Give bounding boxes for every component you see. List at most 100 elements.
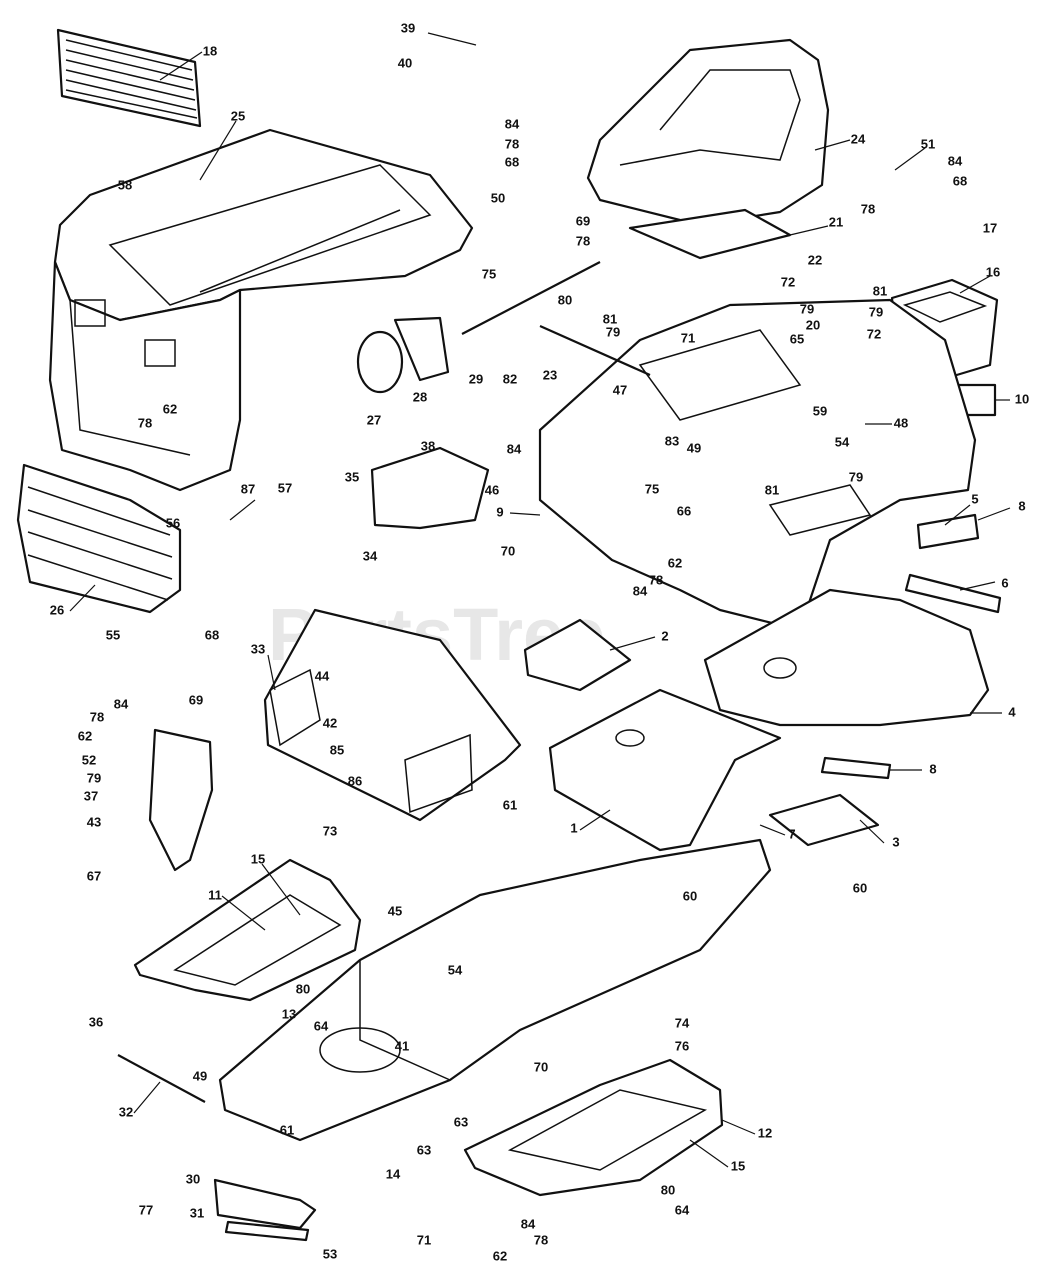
callout-c16: 16 — [986, 264, 1000, 279]
callout-c33: 33 — [251, 641, 265, 656]
callout-c79a: 79 — [800, 301, 814, 316]
callout-c84a: 84 — [505, 116, 520, 131]
callout-c71: 71 — [681, 330, 695, 345]
bracket-30-part — [213, 1178, 317, 1230]
callout-c46: 46 — [485, 482, 499, 497]
callout-c10: 10 — [1015, 391, 1029, 406]
frame-part — [218, 838, 772, 1142]
callout-c42: 42 — [323, 715, 337, 730]
callout-c48: 48 — [894, 415, 908, 430]
callout-c17: 17 — [983, 220, 997, 235]
callout-c73: 73 — [323, 823, 337, 838]
callout-c79c: 79 — [606, 324, 620, 339]
callout-c84f: 84 — [521, 1216, 536, 1231]
footrest-right-part — [463, 1058, 724, 1197]
callout-c62b: 62 — [668, 555, 682, 570]
callout-c57: 57 — [278, 480, 292, 495]
bracket-35-38-part — [370, 446, 490, 530]
hood-part — [53, 128, 474, 322]
callout-c84c: 84 — [507, 441, 522, 456]
callout-c78c: 78 — [861, 201, 875, 216]
fender-part — [538, 298, 977, 632]
rod-29-part — [461, 261, 601, 335]
callout-c80a: 80 — [558, 292, 572, 307]
headlight-27-part — [356, 330, 404, 394]
callout-c1: 1 — [570, 820, 577, 835]
callout-c63a: 63 — [454, 1114, 468, 1129]
callout-c69b: 69 — [189, 692, 203, 707]
callout-c18: 18 — [203, 43, 217, 58]
rod-23-part — [539, 324, 651, 377]
callout-c26: 26 — [50, 602, 64, 617]
callout-c79b: 79 — [869, 304, 883, 319]
callout-c56: 56 — [166, 515, 180, 530]
callout-c63b: 63 — [417, 1142, 431, 1157]
callout-c60a: 60 — [853, 880, 867, 895]
callout-c11: 11 — [208, 887, 222, 902]
callout-c20: 20 — [806, 317, 820, 332]
callout-c82: 82 — [503, 371, 517, 386]
callout-c52: 52 — [82, 752, 96, 767]
footrest-left-part — [133, 858, 362, 1002]
callout-c64b: 64 — [675, 1202, 690, 1217]
callout-c77: 77 — [139, 1202, 153, 1217]
front-grille-part — [16, 463, 182, 614]
callout-c7: 7 — [788, 826, 795, 841]
callout-c78a: 78 — [138, 415, 152, 430]
callout-c83: 83 — [665, 433, 679, 448]
callout-c78b: 78 — [505, 136, 519, 151]
callout-c8b: 8 — [929, 761, 936, 776]
hood-shroud-part — [48, 260, 242, 492]
callout-c79e: 79 — [87, 770, 101, 785]
callout-c78e: 78 — [649, 572, 663, 587]
callout-c49a: 49 — [687, 440, 701, 455]
callout-c65: 65 — [790, 331, 804, 346]
callout-c29: 29 — [469, 371, 483, 386]
callout-c54b: 54 — [448, 962, 463, 977]
callout-c85: 85 — [330, 742, 344, 757]
callout-c32: 32 — [119, 1104, 133, 1119]
dash-panel-part — [263, 608, 522, 822]
callout-c23: 23 — [543, 367, 557, 382]
headlight-bracket-28-part — [393, 316, 450, 382]
callout-c78g: 78 — [534, 1232, 548, 1247]
callout-c5: 5 — [971, 491, 978, 506]
callout-c15a: 15 — [251, 851, 265, 866]
callout-c72a: 72 — [781, 274, 795, 289]
callout-c50: 50 — [491, 190, 505, 205]
callout-c59: 59 — [813, 403, 827, 418]
callout-c62c: 62 — [78, 728, 92, 743]
callout-c45: 45 — [388, 903, 402, 918]
callout-c13: 13 — [282, 1006, 296, 1021]
callout-c70b: 70 — [534, 1059, 548, 1074]
callout-c66: 66 — [677, 503, 691, 518]
callout-c36: 36 — [89, 1014, 103, 1029]
plate-2-part — [523, 618, 632, 692]
callout-c78f: 78 — [90, 709, 104, 724]
callout-c34: 34 — [363, 548, 378, 563]
callout-c44: 44 — [315, 668, 330, 683]
callout-c81a: 81 — [873, 283, 887, 298]
callout-c81b: 81 — [603, 311, 617, 326]
callout-c78d: 78 — [576, 233, 590, 248]
callout-c6: 6 — [1001, 575, 1008, 590]
callout-c41: 41 — [395, 1038, 409, 1053]
callout-c87: 87 — [241, 481, 255, 496]
callout-c84d: 84 — [633, 583, 648, 598]
callout-c58: 58 — [118, 177, 132, 192]
seat-pan-part — [628, 208, 792, 260]
leader-lines — [69, 32, 1011, 1168]
callout-c84b: 84 — [948, 153, 963, 168]
callout-c80c: 80 — [661, 1182, 675, 1197]
callout-c24: 24 — [851, 131, 866, 146]
callout-c53: 53 — [323, 1246, 337, 1261]
callout-c38: 38 — [421, 438, 435, 453]
callout-c69a: 69 — [576, 213, 590, 228]
callout-c70a: 70 — [501, 543, 515, 558]
callout-c74: 74 — [675, 1015, 690, 1030]
callout-c68b: 68 — [953, 173, 967, 188]
callout-c35: 35 — [345, 469, 359, 484]
callout-c79d: 79 — [849, 469, 863, 484]
axle-32-part — [117, 1054, 206, 1103]
